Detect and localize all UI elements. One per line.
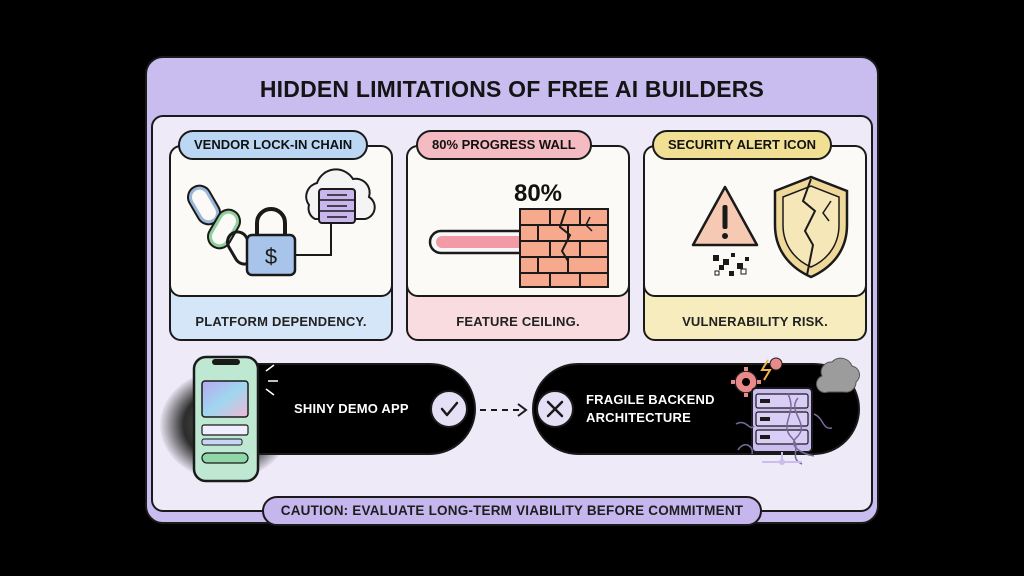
progress-wall-card: 80% FEATURE CEILING. [406,145,630,341]
dollar-sign: $ [265,244,277,269]
backend-label-line1: FRAGILE BACKEND [586,392,715,407]
security-alert-card: VULNERABILITY RISK. [643,145,867,341]
check-circle [430,390,468,428]
card-caption: PLATFORM DEPENDENCY. [195,314,367,329]
card-illustration-area: $ [171,147,391,297]
vendor-lockin-card: $ PLATFORM DEPENDENCY. [169,145,393,341]
chain-lock-cloud-icon: $ [187,168,376,277]
x-circle [536,390,574,428]
broken-server-icon [731,357,860,465]
progress-fill [436,236,534,248]
caution-banner: CAUTION: EVALUATE LONG-TERM VIABILITY BE… [262,496,762,526]
demo-app-label: SHINY DEMO APP [294,401,409,416]
card-illustration-area [645,147,865,297]
backend-label: FRAGILE BACKEND ARCHITECTURE [586,391,715,427]
x-icon [546,400,564,418]
card-caption: VULNERABILITY RISK. [682,314,828,329]
progress-value: 80% [514,180,562,207]
page-title: HIDDEN LIMITATIONS OF FREE AI BUILDERS [259,76,765,102]
phone-icon [192,355,278,483]
card-caption: FEATURE CEILING. [456,314,580,329]
progress-wall-icon: 80% [428,180,609,288]
cracked-shield-warning-icon [691,175,849,279]
card-illustration-area: 80% [408,147,628,297]
backend-label-line2: ARCHITECTURE [586,410,691,425]
dashed-arrow-icon [480,403,528,417]
check-icon [440,401,459,417]
